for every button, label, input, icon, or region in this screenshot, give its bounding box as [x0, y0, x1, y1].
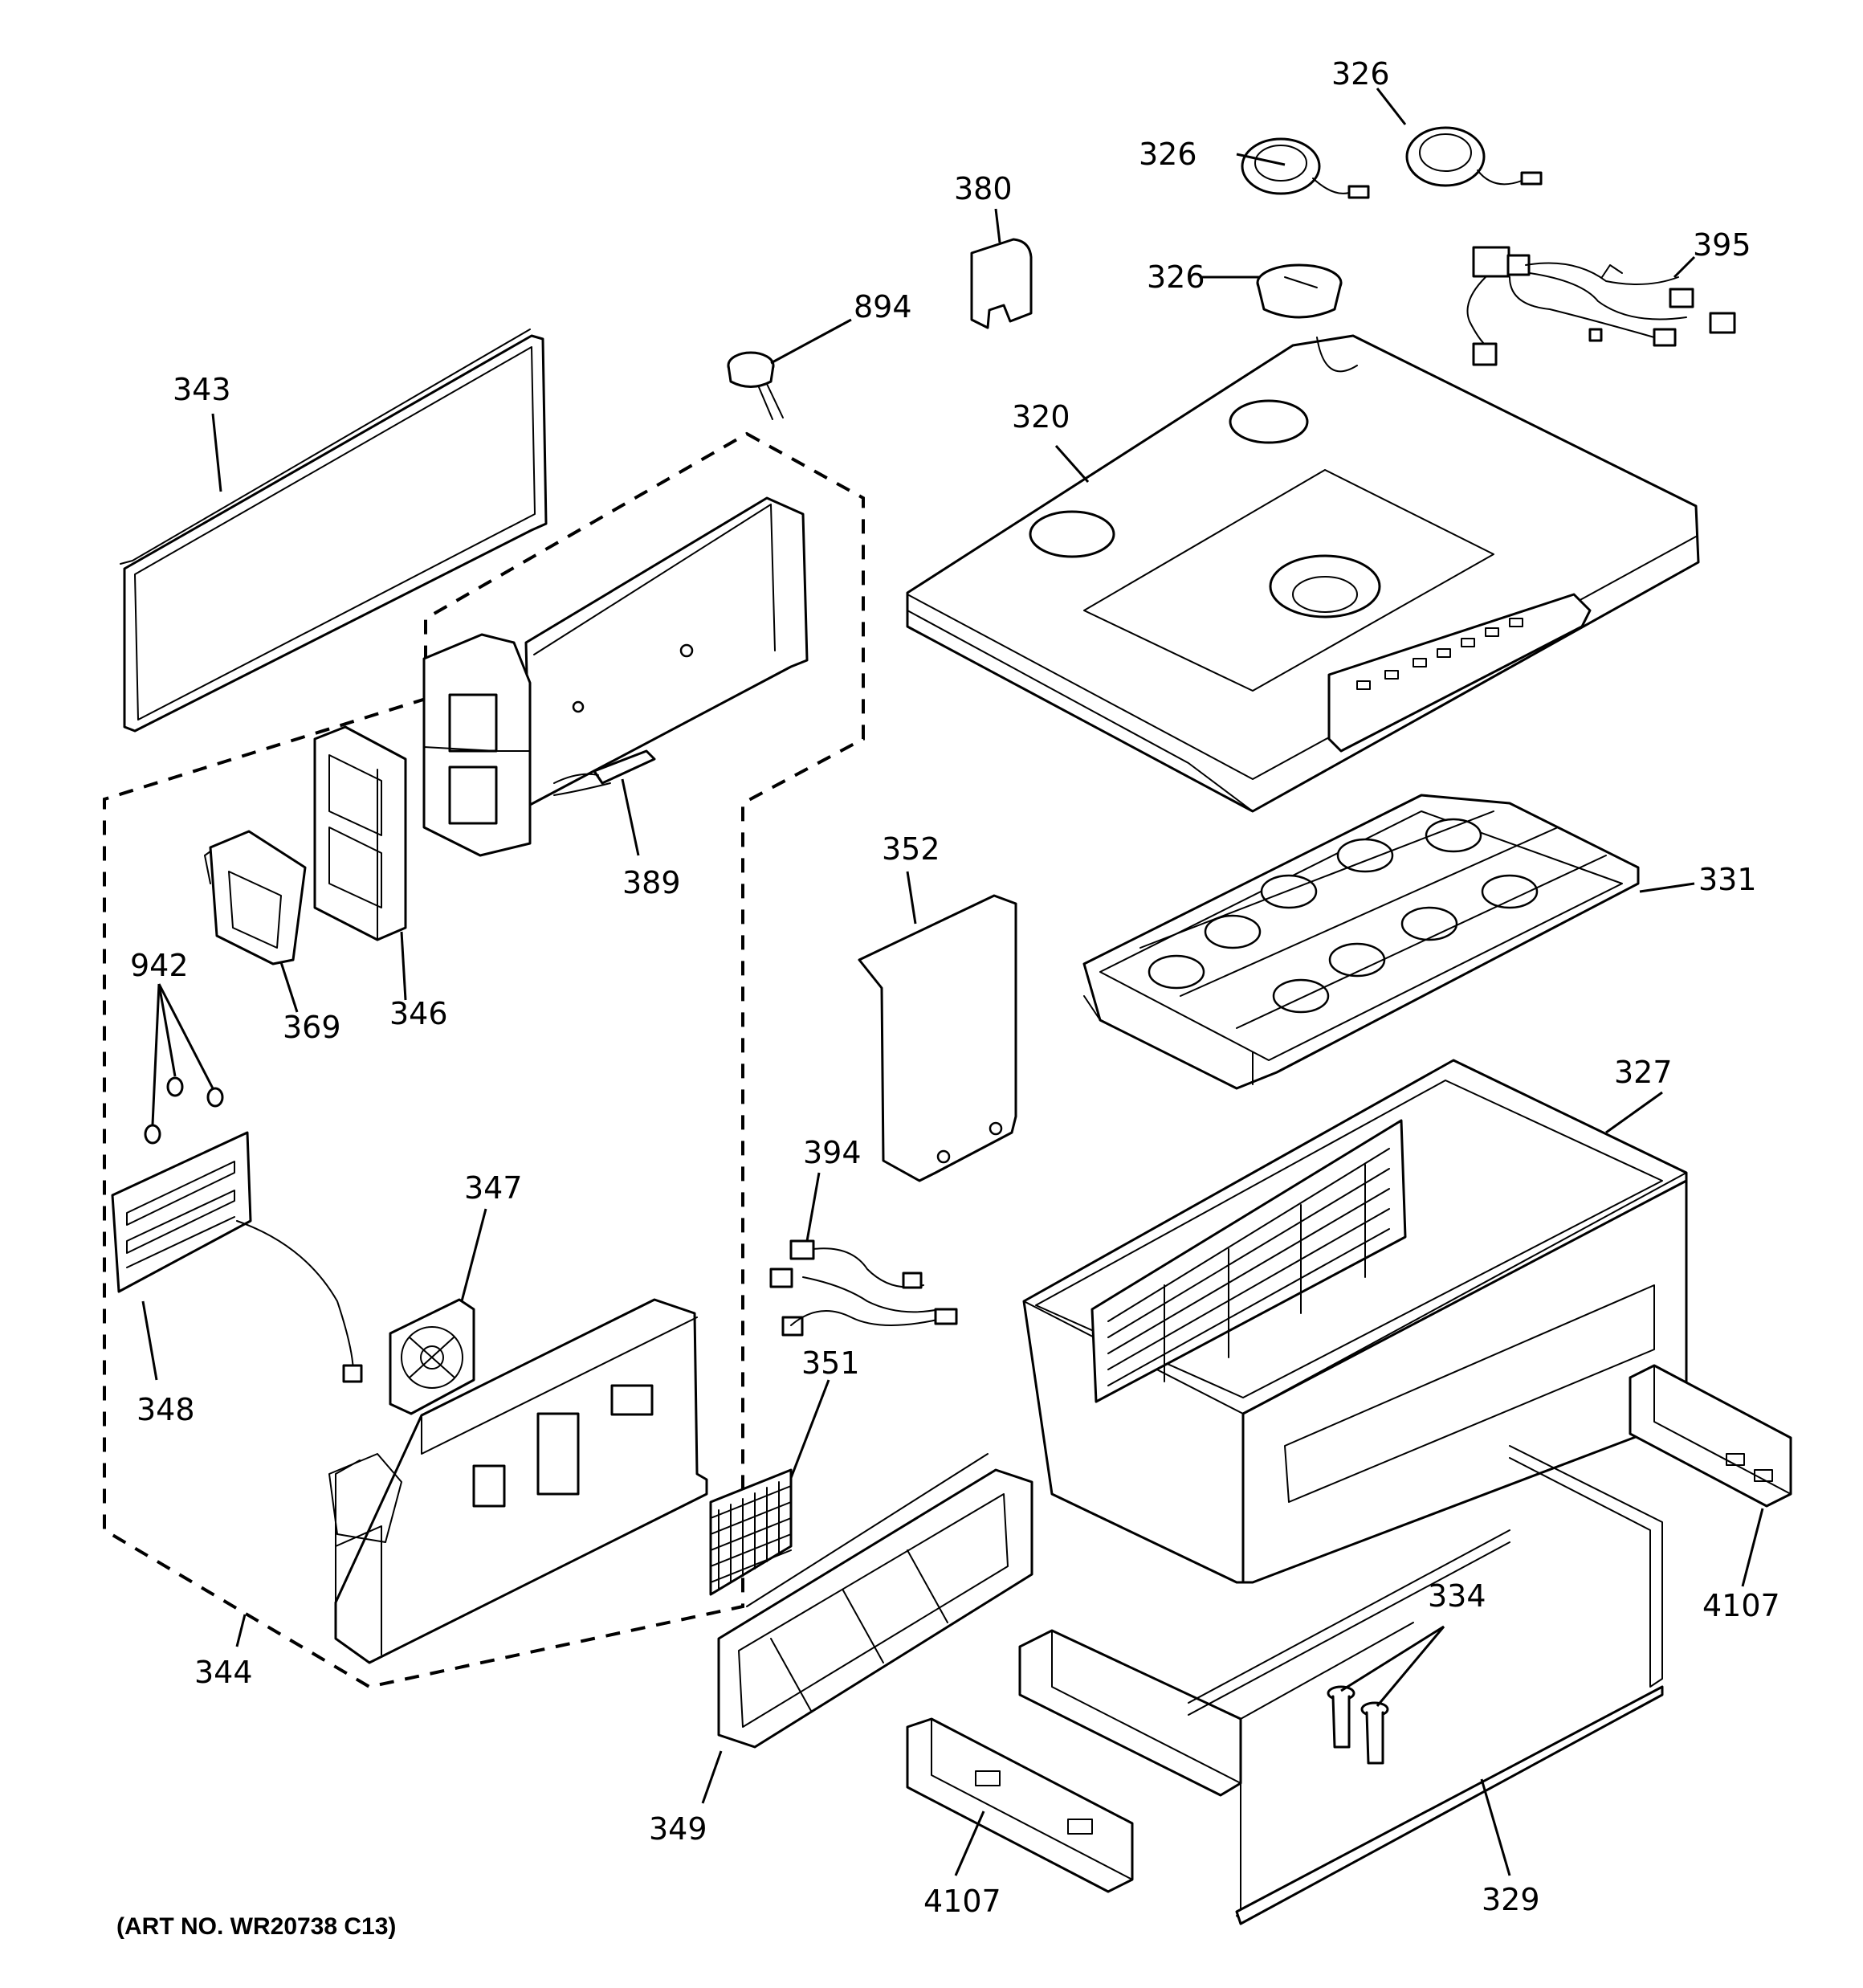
leader-lines [141, 88, 1764, 1876]
callout-347: 347 [464, 1170, 523, 1206]
callout-343: 343 [173, 372, 231, 407]
part-351-mesh-filter [709, 1468, 793, 1596]
part-942-washers [144, 1076, 224, 1145]
callout-389: 389 [622, 865, 681, 900]
callout-334: 334 [1428, 1578, 1486, 1614]
part-344-lower-housing [328, 1298, 708, 1664]
callout-348: 348 [137, 1392, 195, 1427]
art-number: (ART NO. WR20738 C13) [116, 1913, 396, 1940]
callout-349: 349 [649, 1811, 707, 1847]
callout-394: 394 [803, 1135, 862, 1170]
callout-326-c: 326 [1147, 259, 1205, 295]
callout-4107-left: 4107 [923, 1884, 1001, 1919]
part-347-fan [389, 1298, 475, 1415]
part-369-cover [204, 830, 307, 965]
part-349-grille-frame [717, 1453, 1033, 1749]
part-344-duct-housing [422, 496, 809, 857]
callout-labels: 326 326 326 380 894 395 343 320 331 352 … [130, 56, 1780, 1919]
part-326-lamp-socket-b [1405, 126, 1543, 187]
callout-344: 344 [194, 1655, 253, 1690]
callout-351: 351 [801, 1345, 860, 1381]
part-395-wire-harness [1466, 246, 1736, 366]
part-334-pins [1327, 1685, 1389, 1765]
part-329-frame [1018, 1445, 1664, 1925]
part-320-top-cover [906, 334, 1700, 813]
part-326-lamp-socket-a [1241, 137, 1370, 199]
callout-352: 352 [882, 831, 940, 867]
callout-326-b: 326 [1331, 56, 1390, 92]
part-380-cap [970, 238, 1033, 329]
callout-320: 320 [1012, 399, 1070, 435]
part-331-egg-tray [1082, 794, 1640, 1090]
part-894-sensor [727, 351, 784, 420]
callout-346: 346 [389, 996, 448, 1031]
callout-327: 327 [1614, 1055, 1673, 1090]
part-394-wire-harness [769, 1239, 958, 1337]
callout-942: 942 [130, 948, 189, 983]
callout-395: 395 [1693, 227, 1751, 263]
part-4107-slide-rail-left [906, 1717, 1134, 1893]
part-346-damper-frame [313, 725, 407, 941]
callout-329: 329 [1482, 1882, 1540, 1917]
callout-369: 369 [283, 1010, 341, 1045]
callout-4107-right: 4107 [1702, 1588, 1780, 1623]
part-348-heater-plate [111, 1131, 363, 1383]
callout-894: 894 [854, 289, 912, 325]
callout-331: 331 [1698, 862, 1757, 897]
part-326-lamp-lens [1256, 263, 1343, 319]
part-352-cover-plate [858, 894, 1017, 1182]
callout-380: 380 [954, 171, 1013, 206]
part-389-heater [553, 749, 656, 796]
part-343-panel [120, 329, 548, 733]
part-327-drawer-bin [1022, 1059, 1688, 1584]
callout-326-a: 326 [1139, 137, 1197, 172]
part-4107-slide-rail-right [1629, 1364, 1792, 1508]
